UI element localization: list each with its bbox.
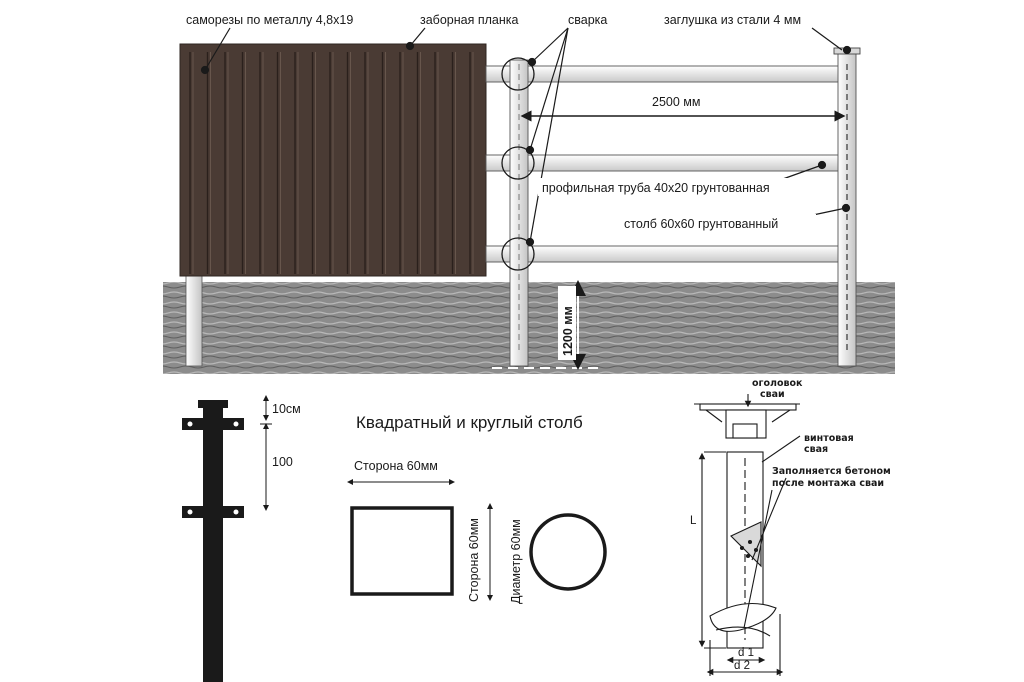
label-square-side-right: Сторона 60мм: [467, 518, 481, 602]
middle-post: [509, 59, 529, 367]
label-d2: d 2: [734, 660, 750, 672]
label-welding: сварка: [568, 13, 607, 27]
label-square-side-top: Сторона 60мм: [354, 459, 438, 473]
label-top-dim: 10см: [272, 402, 301, 416]
label-mid-dim: 100: [272, 455, 293, 469]
label-cap: заглушка из стали 4 мм: [664, 13, 801, 27]
label-fence-plank: заборная планка: [420, 13, 519, 27]
label-post: столб 60x60 грунтованный: [624, 217, 778, 231]
round-post-section: [529, 513, 607, 591]
weld-markers: [501, 57, 535, 271]
left-post-underground: [185, 269, 203, 367]
label-concrete-1: Заполняется бетоном: [772, 466, 891, 477]
label-screws: саморезы по металлу 4,8x19: [186, 13, 353, 27]
label-length: L: [690, 515, 697, 527]
label-pile-head-2: сваи: [760, 389, 785, 400]
post-bracket-detail: [182, 395, 272, 682]
screw-pile-diagram: [694, 394, 801, 676]
fence-planks: [179, 43, 487, 277]
post-sections-title: Квадратный и круглый столб: [356, 413, 583, 432]
label-d1: d 1: [738, 647, 754, 659]
label-concrete-2: после монтажа сваи: [772, 478, 884, 489]
label-profile-pipe: профильная труба 40x20 грунтованная: [542, 181, 770, 195]
square-post-section: [350, 506, 454, 596]
label-depth: 1200 мм: [561, 306, 575, 356]
ground: [163, 282, 895, 374]
label-span: 2500 мм: [652, 95, 700, 109]
label-pile-head-1: оголовок: [752, 378, 803, 389]
label-circle-diameter: Диаметр 60мм: [509, 519, 523, 604]
label-pile-2: свая: [804, 444, 828, 455]
profile-rails: [485, 65, 849, 263]
label-pile-1: винтовая: [804, 433, 854, 444]
